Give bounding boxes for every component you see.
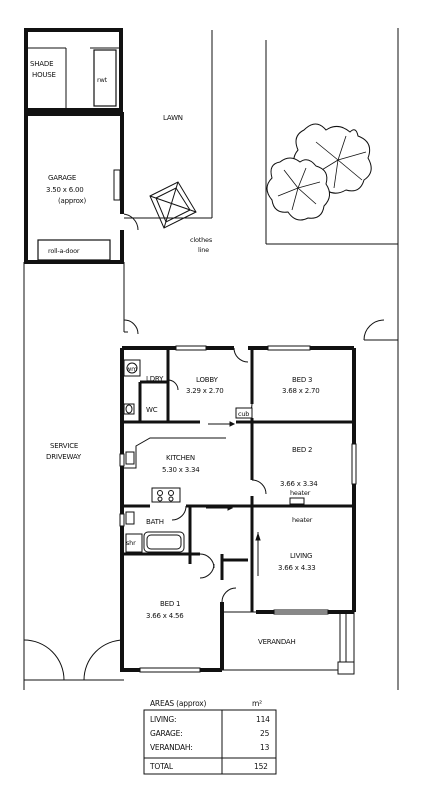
doors [167, 347, 267, 603]
bed2-label: BED 2 [292, 446, 312, 454]
service-driveway-label-1: SERVICE [50, 442, 78, 450]
kitchen-size: 5.30 x 3.34 [162, 466, 200, 474]
driveway-gates [23, 319, 398, 681]
clothes-line-label-2: line [198, 246, 209, 254]
service-driveway-label-2: DRIVEWAY [46, 453, 82, 461]
bed3-size: 3.68 x 2.70 [282, 387, 320, 395]
living-size: 3.66 x 4.33 [278, 564, 316, 572]
wm-label: wm [126, 365, 137, 373]
areas-row-label: LIVING: [150, 715, 176, 724]
areas-row-value: 114 [256, 715, 270, 724]
shade-house-label-1: SHADE [30, 60, 53, 68]
shade-house-label-2: HOUSE [32, 71, 56, 79]
areas-title: AREAS (approx) [150, 699, 207, 708]
kitchen-label: KITCHEN [166, 454, 195, 462]
verandah-label: VERANDAH [258, 638, 296, 646]
areas-row-value: 13 [260, 743, 270, 752]
cub-label: cub [238, 410, 249, 418]
bath-fixtures [125, 531, 185, 553]
property-boundaries [23, 28, 399, 690]
house-walls [120, 346, 356, 672]
lawn-label: LAWN [163, 114, 183, 122]
bed1-label: BED 1 [160, 600, 180, 608]
windows [119, 345, 357, 673]
interior-walls [120, 348, 354, 612]
areas-total-label: TOTAL [149, 762, 174, 771]
bed1-size: 3.66 x 4.56 [146, 612, 184, 620]
shade-house [24, 28, 123, 112]
garage [24, 112, 139, 264]
roll-a-door-label: roll-a-door [48, 247, 80, 255]
shr-label: shr [126, 539, 136, 547]
garage-size: 3.50 x 6.00 [46, 186, 84, 194]
clothes-line [149, 181, 197, 229]
areas-unit: m² [252, 699, 262, 708]
rwt-label: rwt [97, 76, 108, 84]
bed2-size: 3.66 x 3.34 [280, 480, 318, 488]
heaters [289, 497, 305, 505]
airflow-arrows [206, 421, 261, 576]
lobby-label: LOBBY [196, 376, 219, 384]
clothes-line-label-1: clothes [190, 236, 213, 244]
areas-row-label: VERANDAH: [150, 743, 193, 752]
tree-icon [266, 157, 330, 221]
wc-label: WC [146, 406, 158, 414]
bed3-label: BED 3 [292, 376, 312, 384]
kitchen-bench [124, 437, 226, 525]
garage-note: (approx) [58, 197, 86, 205]
heater-label-1: heater [290, 489, 311, 497]
areas-table: AREAS (approx) m² LIVING: 114 GARAGE: 25… [143, 699, 277, 775]
living-label: LIVING [290, 552, 312, 560]
lobby-size: 3.29 x 2.70 [186, 387, 224, 395]
bath-label: BATH [146, 518, 164, 526]
areas-row-label: GARAGE: [150, 729, 183, 738]
heater-label-2: heater [292, 516, 313, 524]
garage-label: GARAGE [48, 174, 76, 182]
verandah [222, 611, 355, 675]
ldry-label: LDRY [146, 375, 164, 383]
areas-row-value: 25 [260, 729, 270, 738]
areas-total-value: 152 [254, 762, 268, 771]
laundry-fixtures [123, 359, 253, 419]
